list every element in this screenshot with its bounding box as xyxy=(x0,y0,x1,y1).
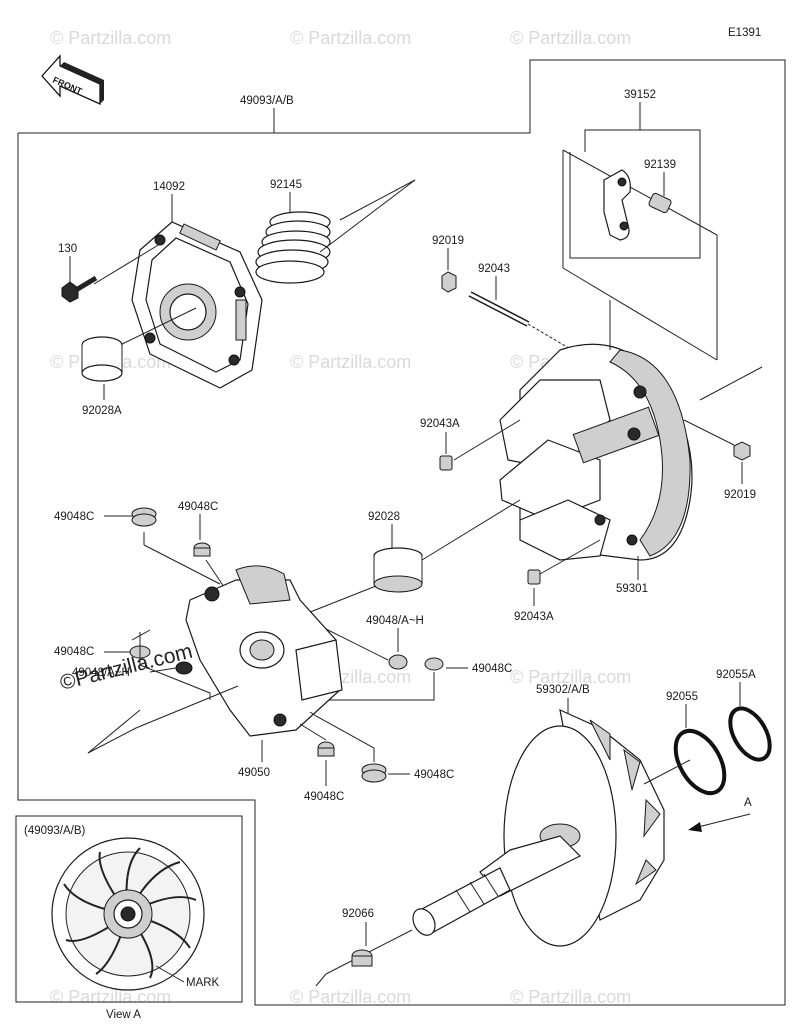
arrow-a-icon: A xyxy=(688,797,752,832)
label-49048C-b: 49048C xyxy=(178,501,218,513)
watermark: © Partzilla.com xyxy=(50,987,171,1007)
nut-92019-right: 92019 xyxy=(683,366,763,501)
oring-92055A: 92055A xyxy=(716,669,772,762)
label-130: 130 xyxy=(58,243,77,255)
label-92019-top: 92019 xyxy=(432,235,464,247)
leader-line xyxy=(109,307,197,351)
washer-49048C-f: 49048C xyxy=(309,711,454,783)
label-92019-right: 92019 xyxy=(724,489,756,501)
label-49048C-f: 49048C xyxy=(414,769,454,781)
watermark: © Partzilla.com xyxy=(290,352,411,372)
watermark: © Partzilla.com xyxy=(510,987,631,1007)
washer-49048AH-mid: 49048/A~H xyxy=(299,615,424,670)
mark-label: MARK xyxy=(186,977,220,989)
label-14092: 14092 xyxy=(153,181,185,193)
label-49048AH-left: 49048/A~H xyxy=(72,667,130,679)
bolt-130: 130 xyxy=(58,243,98,303)
watermark: © Partzilla.com xyxy=(290,987,411,1007)
label-92139: 92139 xyxy=(644,159,676,171)
label-59301: 59301 xyxy=(616,583,648,595)
pin-92043A-top: 92043A xyxy=(420,418,521,471)
group-39152: 39152 92139 xyxy=(562,89,718,361)
washer-49048AH-left: 49048/A~H xyxy=(72,632,211,700)
label-92066: 92066 xyxy=(342,908,374,920)
view-box-title: (49093/A/B) xyxy=(24,825,86,837)
assembly-outline xyxy=(17,59,786,1006)
pin-92043A-bottom: 92043A xyxy=(514,539,601,623)
bushing-92028: 92028 xyxy=(289,499,521,621)
label-92028: 92028 xyxy=(368,511,400,523)
watermark: © Partzilla.com xyxy=(510,28,631,48)
label-92028A: 92028A xyxy=(82,405,122,417)
leader-line xyxy=(87,685,239,754)
washer-49048C-b: 49048C xyxy=(178,501,227,591)
movable-sheave-59301 xyxy=(499,300,693,561)
label-49048C-d: 49048C xyxy=(472,663,512,675)
spider-49050 xyxy=(185,565,343,737)
leader-line xyxy=(93,243,161,285)
label-49050: 49050 xyxy=(238,767,270,779)
oring-92055: 92055 xyxy=(666,691,727,796)
label-92055A: 92055A xyxy=(716,669,756,681)
watermark: © Partzilla.com xyxy=(510,667,631,687)
spring-92145: 92145 xyxy=(255,179,416,284)
front-arrow-icon: FRONT xyxy=(41,54,104,106)
label-92055: 92055 xyxy=(666,691,698,703)
washer-49048C-e: 49048C xyxy=(299,723,344,803)
view-a-inset: (49093/A/B) MARK View A xyxy=(15,815,243,1021)
label-49048C-e: 49048C xyxy=(304,791,344,803)
label-59302: 59302/A/B xyxy=(536,684,590,696)
washer-49048C-a: 49048C xyxy=(54,507,221,585)
label-49048AH-mid: 49048/A~H xyxy=(366,615,424,627)
view-a-label: View A xyxy=(106,1009,141,1021)
label-92145: 92145 xyxy=(270,179,302,191)
label-92043A-bottom: 92043A xyxy=(514,611,554,623)
shaft-92043: 92043 xyxy=(468,263,641,391)
label-92043A-top: 92043A xyxy=(420,418,460,430)
label-assy: 49093/A/B xyxy=(240,95,294,107)
label-39152: 39152 xyxy=(624,89,656,101)
watermark: © Partzilla.com xyxy=(50,28,171,48)
label-92043: 92043 xyxy=(478,263,510,275)
cap-92066: 92066 xyxy=(315,908,374,987)
label-49048C-c: 49048C xyxy=(54,646,94,658)
leader-line xyxy=(643,759,691,785)
cover-plate-14092: 14092 xyxy=(131,181,263,389)
bushing-92028A: 92028A xyxy=(81,336,123,417)
leader-line xyxy=(87,709,141,754)
label-arrow-a: A xyxy=(744,797,752,809)
fixed-sheave-59302: 59302/A/B xyxy=(325,684,665,975)
diagram-code: E1391 xyxy=(728,27,761,39)
label-49048C-a: 49048C xyxy=(54,511,94,523)
nut-92019-top: 92019 xyxy=(432,235,464,293)
watermark: © Partzilla.com xyxy=(290,28,411,48)
washer-49048C-c: 49048C xyxy=(54,629,151,659)
